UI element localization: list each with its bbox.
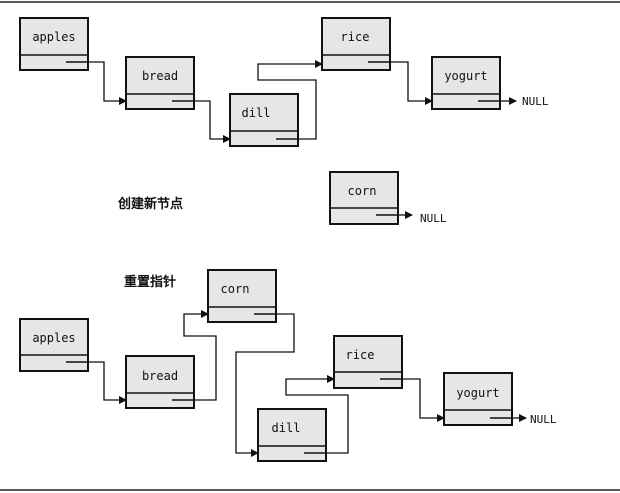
caption-reset-pointers: 重置指针	[124, 274, 176, 290]
null-label: NULL	[420, 212, 447, 225]
node-label: bread	[142, 369, 178, 383]
caption-create-node: 创建新节点	[117, 196, 183, 212]
link-dill-rice	[257, 60, 323, 140]
node-label: rice	[346, 348, 375, 362]
node-apples: apples	[19, 17, 89, 71]
node-label: bread	[142, 69, 178, 83]
node-label: dill	[242, 106, 271, 120]
node-label: yogurt	[456, 386, 499, 400]
node-label: apples	[32, 331, 75, 345]
node-label: corn	[221, 282, 250, 296]
node-yogurt: yogurt	[443, 372, 513, 426]
node-label: yogurt	[444, 69, 487, 83]
node-label: corn	[348, 184, 377, 198]
node-yogurt: yogurt	[431, 56, 501, 110]
link-apples-bread	[88, 361, 127, 404]
link-bread-corn	[183, 310, 217, 401]
node-label: apples	[32, 30, 75, 44]
link-rice-yogurt	[390, 61, 433, 105]
node-bread: bread	[125, 355, 195, 409]
node-label: rice	[341, 30, 370, 44]
link-dill-rice	[285, 375, 349, 454]
node-rice: rice	[321, 17, 391, 71]
node-rice: rice	[333, 335, 403, 389]
null-label: NULL	[530, 413, 557, 426]
before-list: apples bread dill rice yogurt	[19, 17, 549, 147]
node-corn: corn	[207, 269, 277, 323]
link-corn-dill	[235, 313, 295, 457]
node-bread: bread	[125, 56, 195, 110]
null-label: NULL	[522, 95, 549, 108]
node-dill: dill	[229, 93, 299, 147]
new-node-corn: corn NULL	[329, 171, 447, 225]
link-bread-dill	[194, 100, 231, 143]
link-apples-bread	[88, 61, 127, 105]
node-dill: dill	[257, 408, 327, 462]
link-rice-yogurt	[402, 378, 445, 422]
node-apples: apples	[19, 318, 89, 372]
after-list: apples bread corn dill rice	[19, 269, 557, 462]
node-label: dill	[272, 421, 301, 435]
